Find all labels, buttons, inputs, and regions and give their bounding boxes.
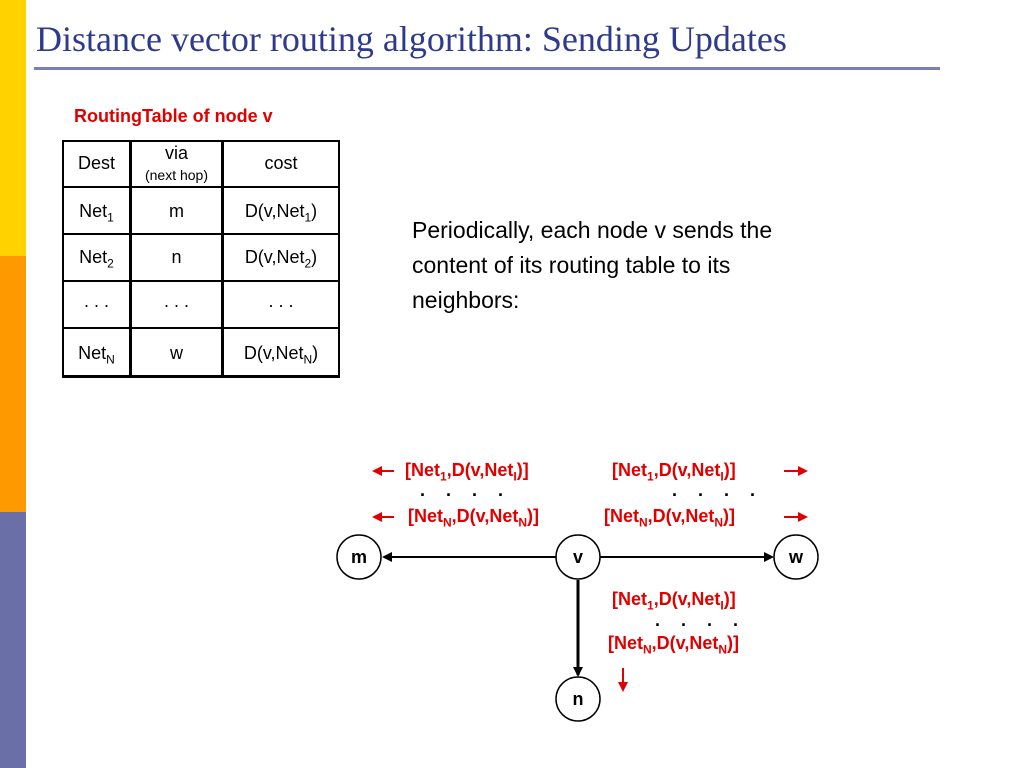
node-w: w (773, 534, 819, 580)
table-row-via: w (170, 343, 183, 363)
table-row-cost: . . . (268, 291, 294, 311)
table-column-divider (129, 140, 132, 378)
node-label-m: m (351, 547, 367, 567)
table-row-cost: D(v,NetN) (243, 343, 319, 367)
table-row-cost: D(v,Net1) (244, 201, 318, 225)
table-row-cost: D(v,Net2) (244, 247, 318, 271)
table-row-via: m (169, 201, 184, 221)
title-underline (34, 67, 940, 70)
description-paragraph: Periodically, each node v sends the cont… (412, 217, 773, 313)
table-header-divider (62, 186, 340, 188)
table-row-dest: Net2 (79, 247, 114, 271)
node-label-n: n (573, 689, 584, 709)
node-m: m (336, 534, 382, 580)
node-label-w: w (788, 547, 804, 567)
side-stripe-yellow (0, 0, 26, 256)
update-ellipsis: . . . . (420, 480, 512, 500)
table-border-top (62, 140, 340, 142)
table-row-dest: NetN (78, 343, 115, 367)
table-row-divider (62, 233, 340, 235)
update-message-first: [Net1,D(v,NetI)] (612, 589, 736, 613)
table-row-dest: Net1 (79, 201, 114, 225)
table-border-left (62, 140, 64, 378)
table-border-right (338, 140, 340, 378)
table-column-divider (221, 140, 224, 378)
header-cost: cost (264, 153, 298, 173)
header-via-note: (next hop) (144, 167, 209, 183)
side-stripe-orange (0, 256, 26, 512)
routing-table: Dest via (next hop) cost Net1 m D(v,Net1… (62, 140, 340, 378)
update-message-last: [NetN,D(v,NetN)] (608, 633, 740, 657)
slide-title: Distance vector routing algorithm: Sendi… (36, 19, 787, 59)
table-row-via: . . . (163, 291, 189, 311)
node-n: n (555, 676, 601, 722)
update-ellipsis: . . . . (655, 610, 747, 630)
side-stripe-purple (0, 512, 26, 768)
table-row-divider (62, 280, 340, 282)
update-message-last: [NetN,D(v,NetN)] (604, 506, 736, 530)
update-ellipsis: . . . . (672, 480, 764, 500)
table-border-bottom (62, 375, 340, 378)
table-row-divider (62, 327, 340, 329)
table-row-dest: . . . (83, 291, 109, 311)
table-caption: RoutingTable of node v (74, 106, 273, 126)
update-message-first: [Net1,D(v,NetI)] (405, 460, 529, 484)
node-v: v (555, 534, 601, 580)
table-row-via: n (171, 247, 182, 267)
update-message-first: [Net1,D(v,NetI)] (612, 460, 736, 484)
header-dest: Dest (77, 153, 115, 173)
update-message-last: [NetN,D(v,NetN)] (408, 506, 540, 530)
node-label-v: v (573, 547, 583, 567)
header-via: via (164, 143, 188, 163)
